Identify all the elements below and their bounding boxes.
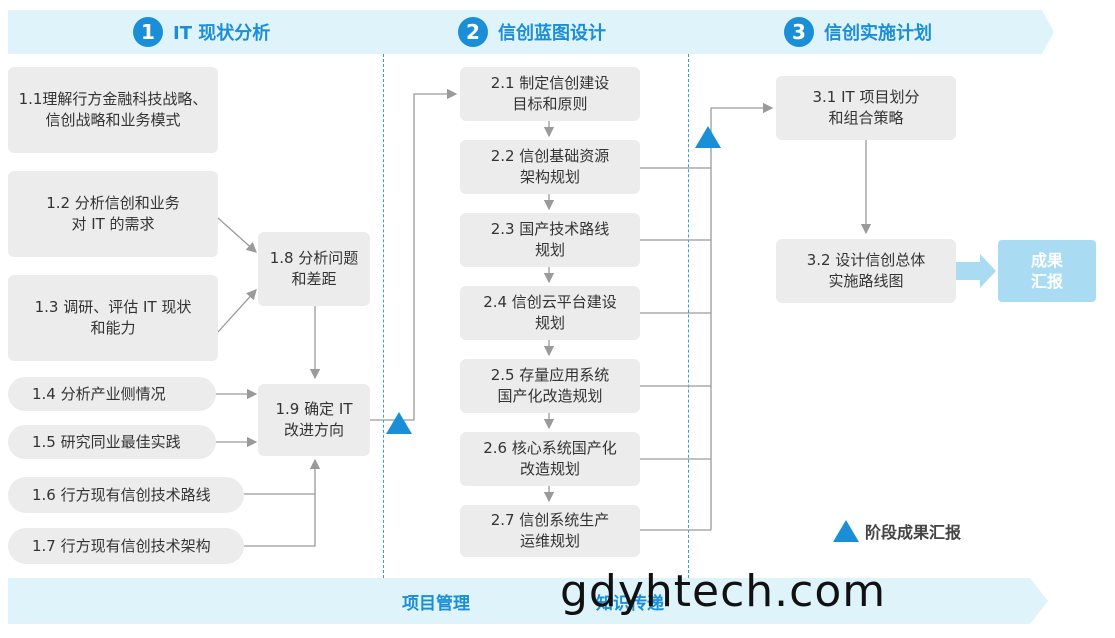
step-2-6: 2.6 核心系统国产化 改造规划: [460, 432, 640, 486]
arrow-1-6-to-1-9: [244, 458, 321, 495]
watermark: gdyhtech.com: [560, 566, 887, 617]
result-report-box: 成果 汇报: [998, 240, 1096, 302]
step-1-3: 1.3 调研、评估 IT 现状 和能力: [8, 275, 218, 361]
phase-3-band: [666, 10, 1054, 54]
step-2-1: 2.1 制定信创建设 目标和原则: [460, 67, 640, 121]
phase-2-label: 信创蓝图设计: [498, 23, 606, 44]
step-2-7: 2.7 信创系统生产 运维规划: [460, 505, 640, 557]
phase-1-title: 1 IT 现状分析: [133, 10, 270, 54]
step-2-2: 2.2 信创基础资源 架构规划: [460, 140, 640, 194]
phase-1-band: [8, 10, 386, 54]
step-1-9: 1.9 确定 IT 改进方向: [258, 384, 370, 456]
phase-2-title: 2 信创蓝图设计: [458, 10, 606, 54]
separator-1: [383, 54, 384, 578]
project-management-label: 项目管理: [402, 594, 470, 614]
step-1-2: 1.2 分析信创和业务 对 IT 的需求: [8, 171, 218, 257]
step-3-2: 3.2 设计信创总体 实施路线图: [776, 239, 956, 303]
arrow-3-2-to-result: [956, 254, 996, 288]
arrow-1-3-to-1-8: [217, 289, 257, 333]
separator-2: [688, 54, 689, 578]
step-1-1: 1.1理解行方金融科技战略、 信创战略和业务模式: [8, 67, 218, 153]
step-1-6: 1.6 行方现有信创技术路线: [8, 477, 244, 513]
knowledge-transfer-label: 知识传递: [596, 594, 664, 614]
legend-label: 阶段成果汇报: [865, 523, 962, 542]
milestone-triangle-2: [695, 126, 721, 148]
arrow-bus-to-3-1: [710, 102, 774, 530]
step-2-4: 2.4 信创云平台建设 规划: [460, 286, 640, 340]
line-1-7: [244, 494, 316, 547]
milestone-triangle-icon: [833, 520, 859, 542]
phase-1-number: 1: [133, 17, 163, 47]
phase-1-label: IT 现状分析: [173, 23, 271, 44]
step-3-1: 3.1 IT 项目划分 和组合策略: [776, 76, 956, 140]
phase-2-number: 2: [458, 17, 488, 47]
legend: 阶段成果汇报: [833, 519, 961, 543]
milestone-triangle-1: [386, 412, 412, 434]
phase-3-label: 信创实施计划: [824, 23, 932, 44]
bottom-band: [8, 578, 1048, 624]
step-1-4: 1.4 分析产业侧情况: [8, 377, 216, 411]
phase-3-number: 3: [784, 17, 814, 47]
phase-2-band: [374, 10, 678, 54]
step-2-3: 2.3 国产技术路线 规划: [460, 213, 640, 267]
step-1-7: 1.7 行方现有信创技术架构: [8, 528, 244, 564]
arrow-1-2-to-1-8: [217, 217, 257, 253]
step-2-5: 2.5 存量应用系统 国产化改造规划: [460, 359, 640, 413]
step-1-8: 1.8 分析问题 和差距: [258, 232, 370, 306]
arrow-1-9-to-2-1: [370, 88, 458, 421]
step-1-5: 1.5 研究同业最佳实践: [8, 425, 216, 459]
phase-3-title: 3 信创实施计划: [784, 10, 932, 54]
